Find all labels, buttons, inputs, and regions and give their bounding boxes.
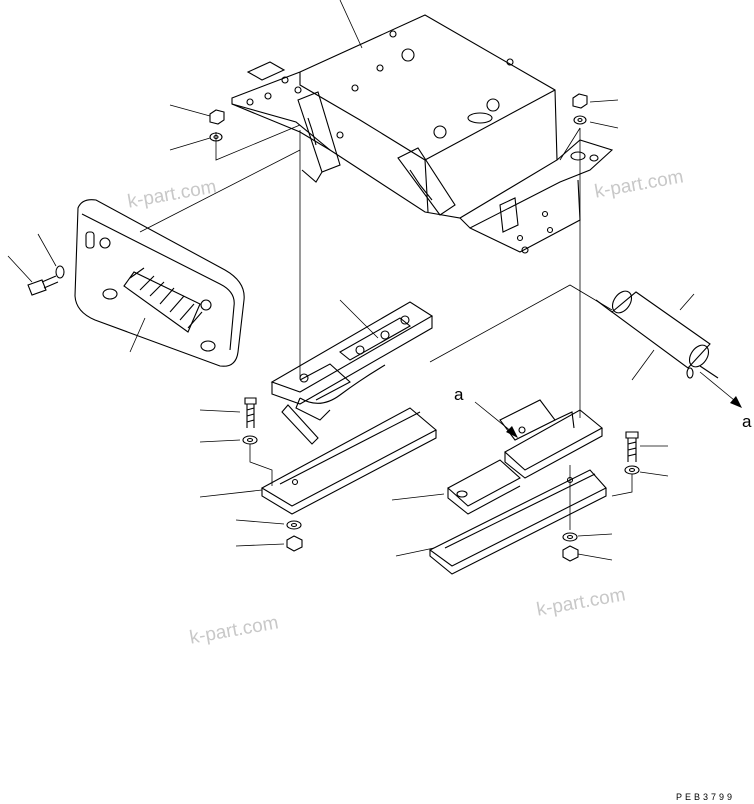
- view-label-a-right: a: [742, 412, 752, 431]
- right-slide-rail: [447, 399, 603, 515]
- right-bottom-rail: [428, 469, 607, 575]
- right-bolt-washer: [624, 431, 640, 475]
- leader-lines: [7, 0, 695, 561]
- seat-base-box: [231, 14, 614, 254]
- left-bolt-washer: [242, 397, 258, 445]
- view-arrow-right: [699, 371, 742, 408]
- cover-bolt: [27, 265, 65, 296]
- left-bottom-rail: [260, 407, 437, 515]
- view-arrow-left: [474, 401, 518, 438]
- left-slide-rail: [270, 301, 434, 445]
- right-bottom-nut: [562, 532, 579, 562]
- assembly-lines: [139, 124, 633, 530]
- left-bottom-nut: [286, 520, 303, 552]
- nut-washer-top-left: [209, 109, 225, 142]
- cover-panel: [74, 199, 245, 367]
- nut-washer-top-right: [572, 93, 588, 125]
- view-label-a-left: a: [454, 385, 464, 404]
- drawing-code: PEB3799: [676, 792, 736, 802]
- rod: [595, 290, 719, 379]
